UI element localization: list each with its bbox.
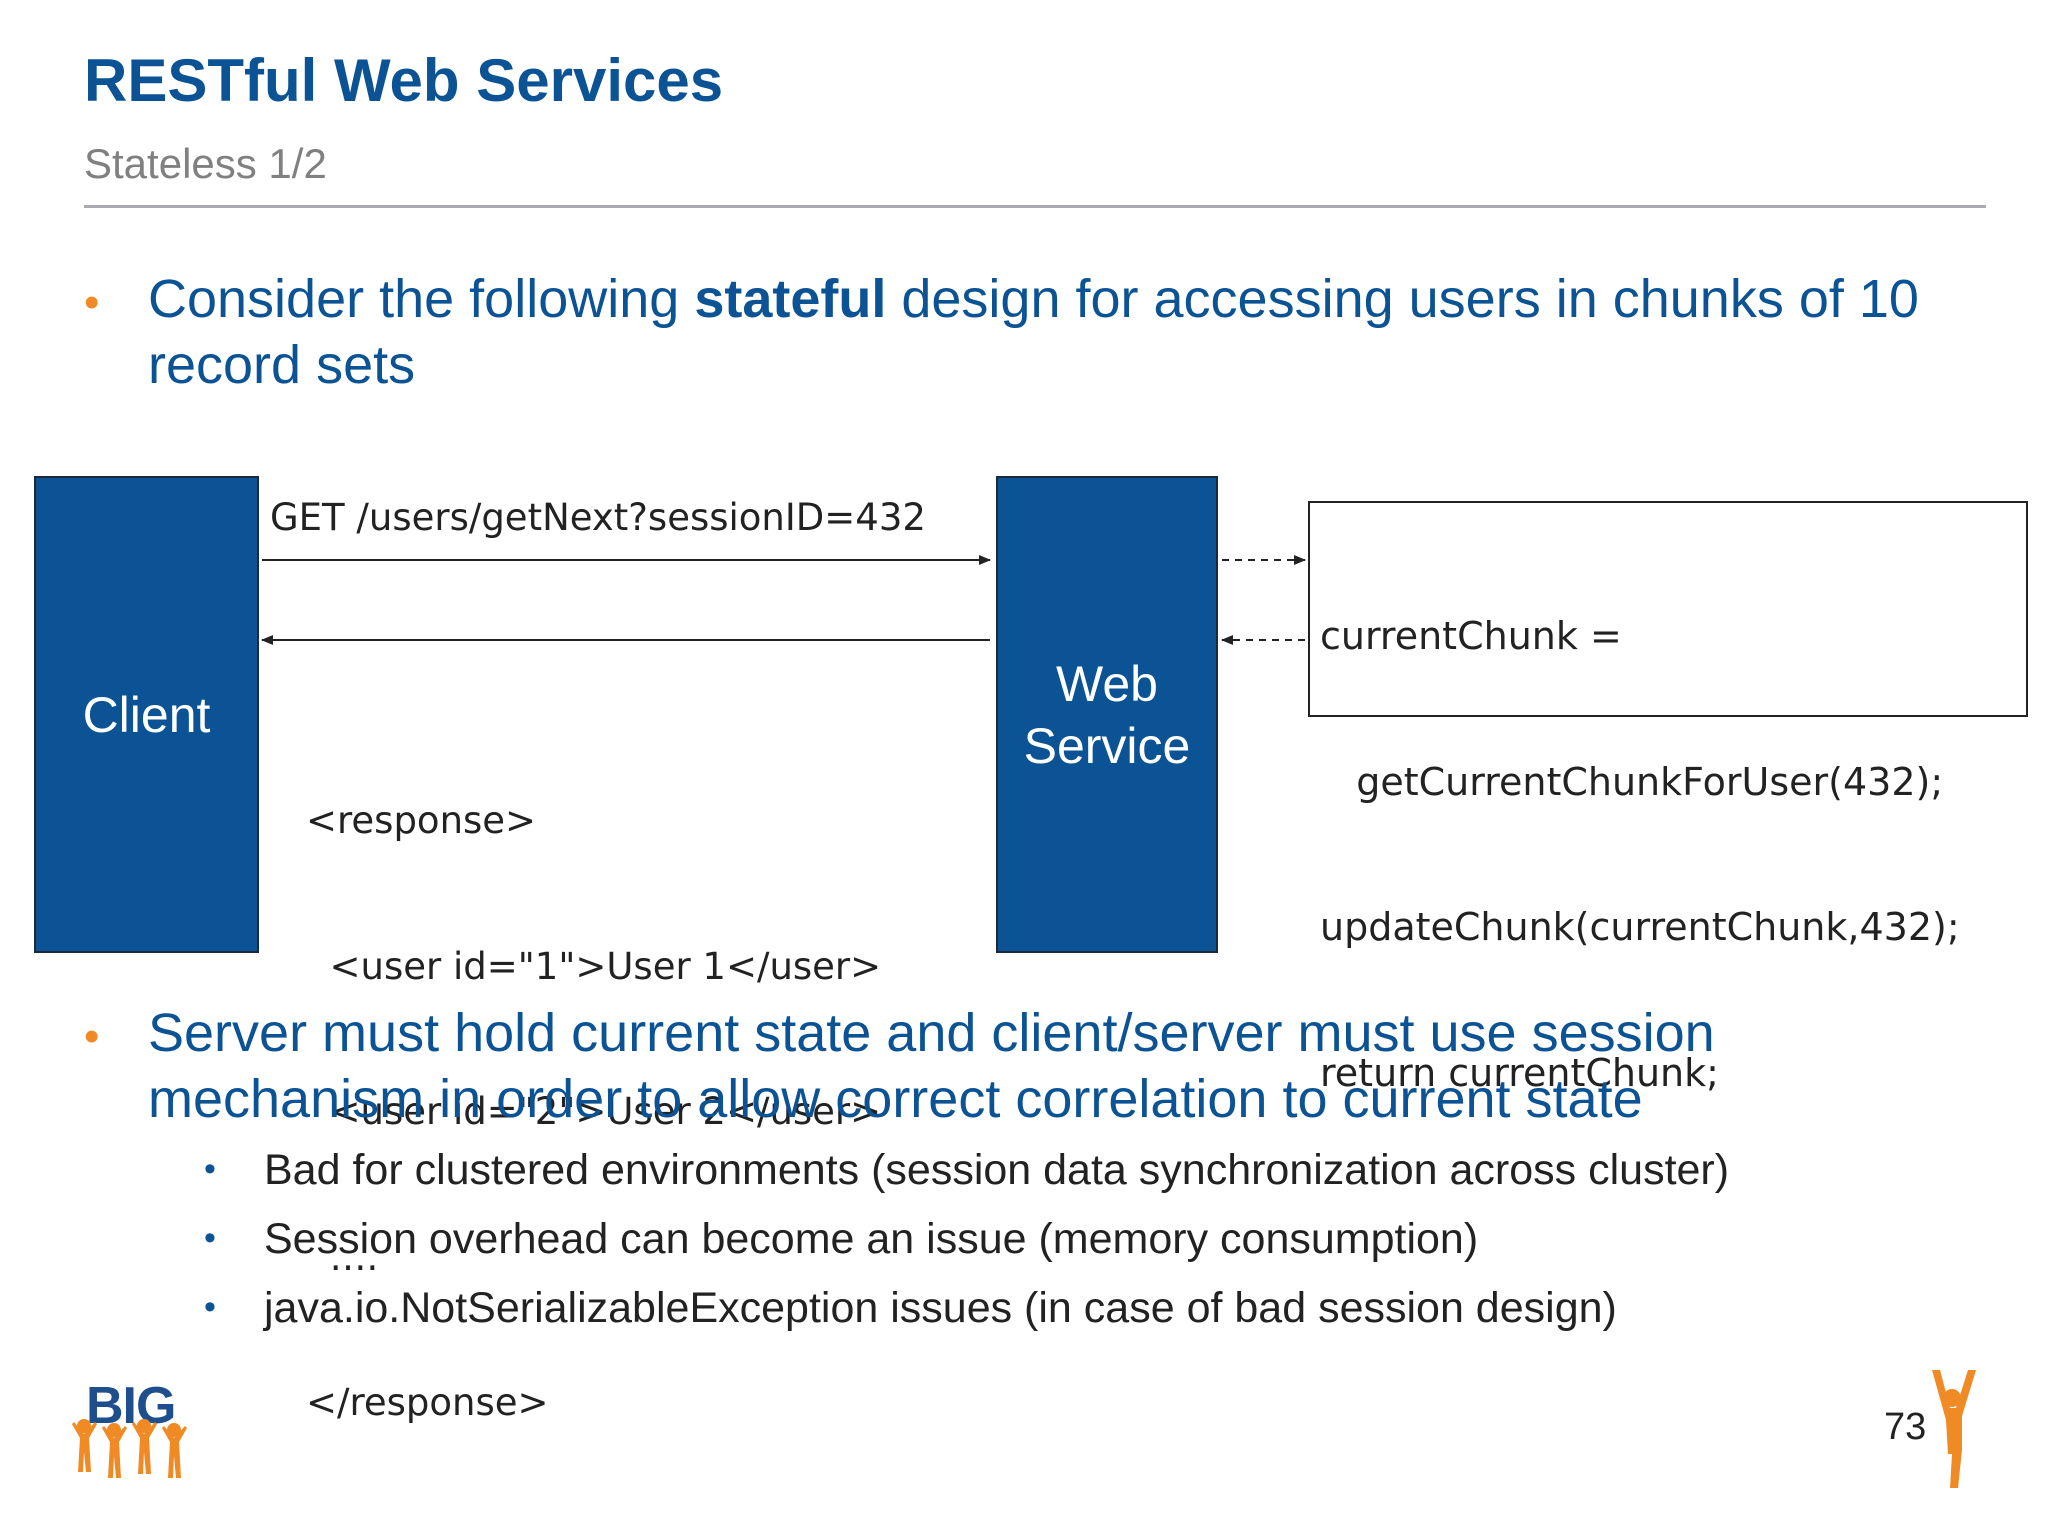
code-line: currentChunk = (1320, 614, 1622, 658)
web-service-label: Web Service (1023, 655, 1191, 774)
slide-title: RESTful Web Services (84, 47, 724, 114)
bullet-marker: • (84, 1012, 100, 1061)
response-line: <user id="2">User 2</user> (306, 1090, 882, 1133)
sub-bullet-text: Bad for clustered environments (session … (264, 1146, 1730, 1194)
bullet-second-text: Server must hold current state and clien… (148, 1003, 1715, 1129)
code-line: updateChunk(currentChunk,432); (1320, 905, 1960, 949)
code-line: return currentChunk; (1320, 1050, 1719, 1095)
response-line: …. (306, 1235, 379, 1279)
bullet-marker: • (84, 278, 100, 327)
client-box: Client (34, 476, 259, 953)
sub-bullet-text: Session overhead can become an issue (me… (264, 1215, 1479, 1263)
bullet-first-bold: stateful (694, 269, 887, 329)
request-label: GET /users/getNext?sessionID=432 (270, 496, 926, 539)
web-service-box: Web Service (996, 476, 1218, 953)
sub-bullet-marker: • (204, 1150, 216, 1188)
response-line: </response> (306, 1381, 549, 1424)
big-logo-text: BIG (86, 1377, 176, 1435)
header-divider (84, 205, 1986, 208)
slide-subtitle: Stateless 1/2 (84, 140, 327, 187)
page-number: 73 (1884, 1406, 1927, 1448)
response-xml: <response> <user id="1">User 1</user> <u… (306, 700, 881, 1476)
sub-bullet-text: java.io.NotSerializableException issues … (264, 1284, 1617, 1332)
code-line: getCurrentChunkForUser(432); (1320, 759, 1944, 804)
jumping-person-icon (1932, 1370, 1976, 1488)
client-label: Client (82, 686, 211, 743)
bullet-first-text: Consider the following stateful design f… (148, 266, 2008, 398)
bullet-first-prefix: Consider the following (148, 269, 695, 329)
big-logo: BIG (70, 1376, 198, 1484)
response-line: <response> (306, 799, 537, 842)
sub-bullet-marker: • (204, 1288, 216, 1326)
code-box: currentChunk = getCurrentChunkForUser(43… (1308, 501, 2028, 1095)
sub-bullet-marker: • (204, 1219, 216, 1257)
people-icon (72, 1419, 187, 1478)
bullet-first-suffix: design for accessing users in chunks of … (148, 269, 1919, 395)
response-line: <user id="1">User 1</user> (306, 944, 882, 988)
